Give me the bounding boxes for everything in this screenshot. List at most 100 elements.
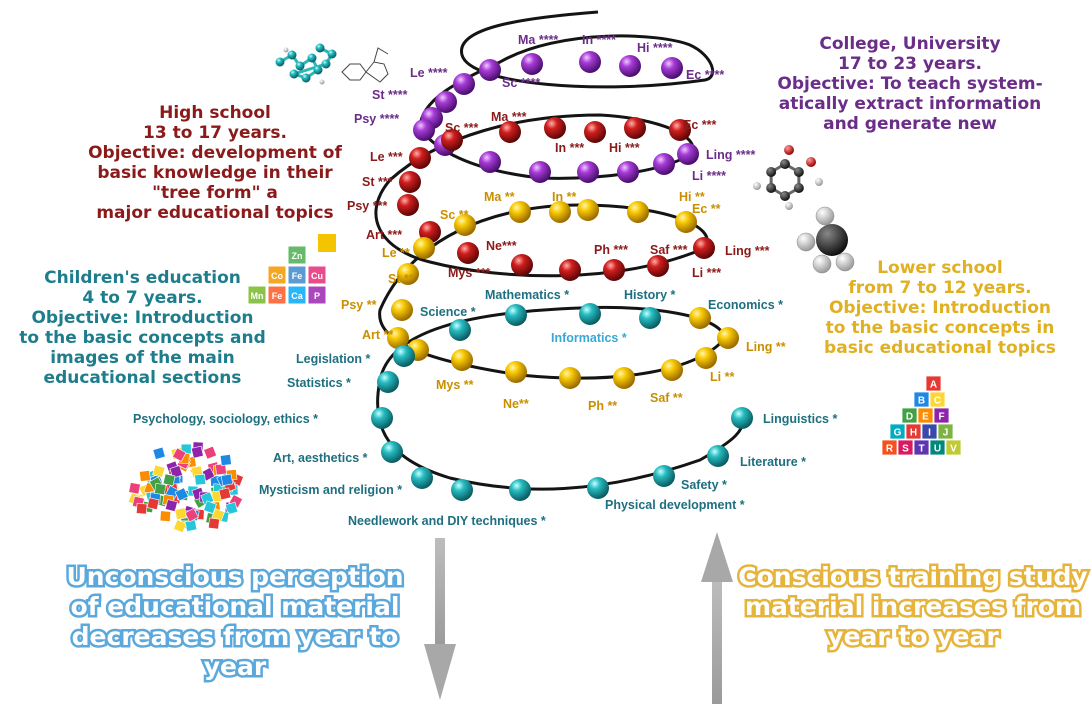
teal-sphere [505, 304, 527, 326]
molecule-icon [275, 43, 389, 85]
red-sphere [457, 242, 479, 264]
unconscious-line-2: of educational material [68, 590, 402, 624]
red-topic-label: Sc *** [445, 121, 479, 135]
svg-text:V: V [950, 444, 957, 455]
purple-sphere [653, 153, 675, 175]
red-topic-label: Ec *** [683, 118, 717, 132]
svg-text:Zn: Zn [292, 251, 303, 261]
purple-sphere [617, 161, 639, 183]
teal-sphere [371, 407, 393, 429]
teal-sphere [411, 467, 433, 489]
yellow-topic-label: Hi ** [679, 190, 705, 204]
teal-topic-label: Safety * [681, 478, 727, 492]
teal-sphere [707, 445, 729, 467]
svg-text:G: G [894, 428, 902, 439]
children-block: Children's education 4 to 7 years. Objec… [0, 268, 285, 388]
svg-text:Co: Co [271, 271, 283, 281]
purple-sphere [479, 59, 501, 81]
teal-topic-label: Science * [420, 305, 476, 319]
yellow-topic-label: Ma ** [484, 190, 515, 204]
red-sphere [499, 121, 521, 143]
yellow-sphere [391, 299, 413, 321]
red-topic-label: Li *** [692, 266, 722, 280]
unconscious-perception-caption: Unconscious perception of educational ma… [55, 560, 415, 684]
children-line-4: to the basic concepts and [19, 328, 266, 348]
letter-cubes-icon [127, 441, 244, 534]
conscious-line-2: material increases from [742, 590, 1083, 624]
unconscious-line-4: year [201, 650, 268, 684]
teal-topic-label: Literature * [740, 455, 806, 469]
yellow-topic-label: Art ** [362, 328, 394, 342]
yellow-sphere [451, 349, 473, 371]
conscious-line-1: Conscious training study [736, 560, 1090, 594]
teal-topic-label: Art, aesthetics * [273, 451, 368, 465]
unconscious-line-3: decreases from year to [69, 620, 401, 654]
red-topic-label: Mys *** [448, 266, 491, 280]
svg-text:B: B [918, 396, 925, 407]
lower-line-1: Lower school [877, 258, 1003, 278]
purple-sphere [521, 53, 543, 75]
teal-topic-label: Mathematics * [485, 288, 570, 302]
yellow-topic-label: Ling ** [746, 340, 786, 354]
purple-topic-label: Ec **** [686, 68, 725, 82]
svg-text:A: A [930, 380, 937, 391]
svg-text:Cu: Cu [311, 271, 323, 281]
college-block: College, University 17 to 23 years. Obje… [770, 34, 1050, 134]
purple-topic-label: Ma **** [518, 33, 559, 47]
teal-topic-label: Mysticism and religion * [259, 483, 403, 497]
high-line-6: major educational topics [96, 203, 334, 223]
purple-topic-label: Ling **** [706, 148, 756, 162]
teal-topic-label: Needlework and DIY techniques * [348, 514, 546, 528]
red-sphere [399, 171, 421, 193]
yellow-sphere [661, 359, 683, 381]
purple-topic-label: In **** [582, 33, 617, 47]
svg-text:F: F [938, 412, 944, 423]
svg-text:Fe: Fe [272, 291, 283, 301]
yellow-sphere [505, 361, 527, 383]
teal-sphere [393, 345, 415, 367]
yellow-topic-label: St ** [388, 272, 414, 286]
children-line-2: 4 to 7 years. [82, 288, 203, 308]
yellow-sphere [454, 214, 476, 236]
yellow-topic-label: Psy ** [341, 298, 377, 312]
red-topic-label: Ma *** [491, 110, 527, 124]
methane-molecule-icon [796, 206, 855, 274]
svg-text:Mn: Mn [251, 291, 264, 301]
svg-text:S: S [902, 444, 909, 455]
red-sphere [647, 255, 669, 277]
down-arrow [424, 538, 456, 700]
red-topic-label: Le *** [370, 150, 403, 164]
svg-text:U: U [934, 444, 941, 455]
purple-topic-label: Psy **** [354, 112, 400, 126]
teal-topic-label: Legislation * [296, 352, 371, 366]
lower-school-block: Lower school from 7 to 12 years. Objecti… [805, 258, 1075, 358]
red-sphere [544, 117, 566, 139]
svg-text:E: E [922, 412, 929, 423]
red-topic-label: Psy *** [347, 199, 388, 213]
red-sphere [693, 237, 715, 259]
red-sphere [624, 117, 646, 139]
lower-line-3: Objective: Introduction [828, 298, 1052, 318]
yellow-sphere [559, 367, 581, 389]
red-sphere [397, 194, 419, 216]
lower-line-4: to the basic concepts in [825, 318, 1055, 338]
teal-sphere [381, 441, 403, 463]
yellow-sphere [717, 327, 739, 349]
teal-topic-label: Psychology, sociology, ethics * [133, 412, 319, 426]
red-topic-label: In *** [555, 141, 585, 155]
lower-line-2: from 7 to 12 years. [848, 278, 1032, 298]
high-line-4: basic knowledge in their [97, 163, 333, 183]
purple-sphere [661, 57, 683, 79]
teal-topic-label: History * [624, 288, 676, 302]
purple-topic-label: Li **** [692, 169, 727, 183]
purple-topic-label: Sc **** [502, 76, 541, 90]
yellow-topic-label: Le ** [382, 246, 410, 260]
high-line-3: Objective: development of [88, 143, 342, 163]
svg-text:D: D [906, 412, 913, 423]
yellow-topic-label: In ** [552, 190, 577, 204]
yellow-topic-label: Li ** [710, 370, 735, 384]
